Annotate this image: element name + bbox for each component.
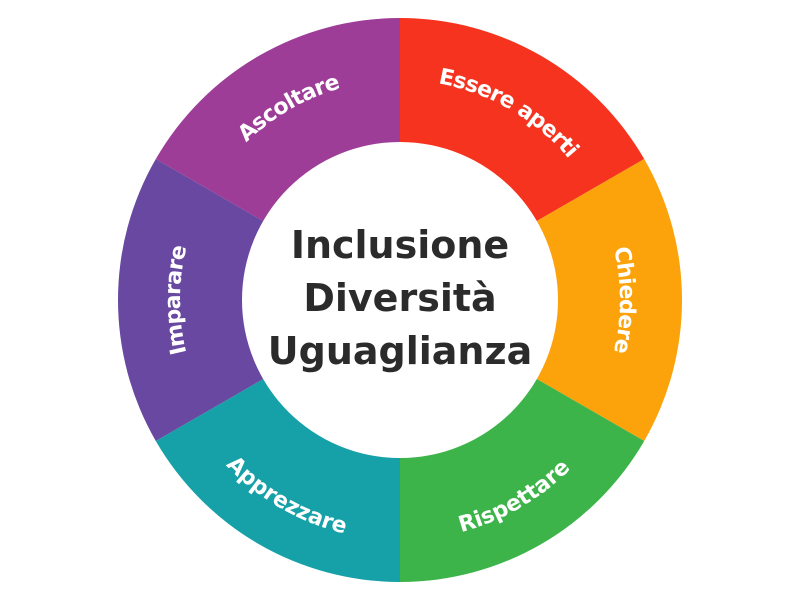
center-title-uguaglianza: Uguaglianza <box>268 329 532 373</box>
segment-imparare <box>117 159 269 441</box>
segment-apprezzare <box>155 376 400 582</box>
wheel-segments <box>117 18 682 582</box>
center-title-inclusione: Inclusione <box>291 223 509 267</box>
segment-ascoltare <box>155 18 400 224</box>
segment-essere-aperti <box>400 18 645 224</box>
center-title-diversita: Diversità <box>303 276 496 320</box>
segment-rispettare <box>400 376 645 582</box>
center-circle <box>242 142 558 458</box>
segment-chiedere <box>531 159 682 441</box>
